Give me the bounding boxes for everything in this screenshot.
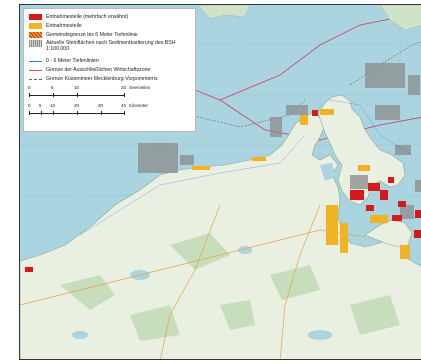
ruegen-island	[317, 94, 406, 206]
map-legend: Entnahmestelle (mehrfach erwähnt) Entnah…	[23, 8, 196, 132]
stone-areas	[138, 63, 421, 219]
legend-item-eez: Grenze der Ausschließlichen Wirtschaftsz…	[29, 66, 190, 74]
map-canvas[interactable]: Entnahmestelle (mehrfach erwähnt) Entnah…	[20, 5, 421, 360]
legend-item-territorial: Grenze Küstenmeer Mecklenburg-Vorpommern…	[29, 75, 190, 83]
legend-item-extraction-multi: Entnahmestelle (mehrfach erwähnt)	[29, 13, 190, 21]
legend-line	[29, 78, 42, 80]
legend-item-extraction: Entnahmestelle	[29, 22, 190, 30]
danish-island	[379, 5, 421, 31]
forest-areas	[60, 233, 400, 341]
eez-border-2	[219, 99, 421, 141]
legend-swatch	[29, 32, 42, 38]
scale-bar-km: 0 5 10 20 30 40 Kilometer	[28, 103, 190, 121]
legend-swatch	[29, 14, 42, 20]
legend-item-municipality: Gemeindegrenze bis 6 Meter Tiefenlinie	[29, 31, 190, 39]
municipality-borders	[192, 109, 410, 259]
legend-item-stone: Aktuelle Steinflächen nach Sedimentkarti…	[29, 40, 190, 56]
eez-border	[169, 14, 411, 101]
map-frame[interactable]: Entnahmestelle (mehrfach erwähnt) Entnah…	[19, 4, 421, 360]
legend-line	[29, 69, 42, 71]
legend-line	[29, 60, 42, 62]
legend-swatch	[29, 40, 42, 47]
extraction-sites	[25, 110, 421, 272]
legend-swatch	[29, 23, 42, 29]
legend-item-depth: 0 - 6 Meter Tiefenlinien	[29, 57, 190, 65]
scale-bar-nautical: 0 5 10 20 Seemeilen	[28, 85, 190, 103]
usedom-island	[364, 219, 413, 248]
depth-lines	[79, 99, 413, 236]
